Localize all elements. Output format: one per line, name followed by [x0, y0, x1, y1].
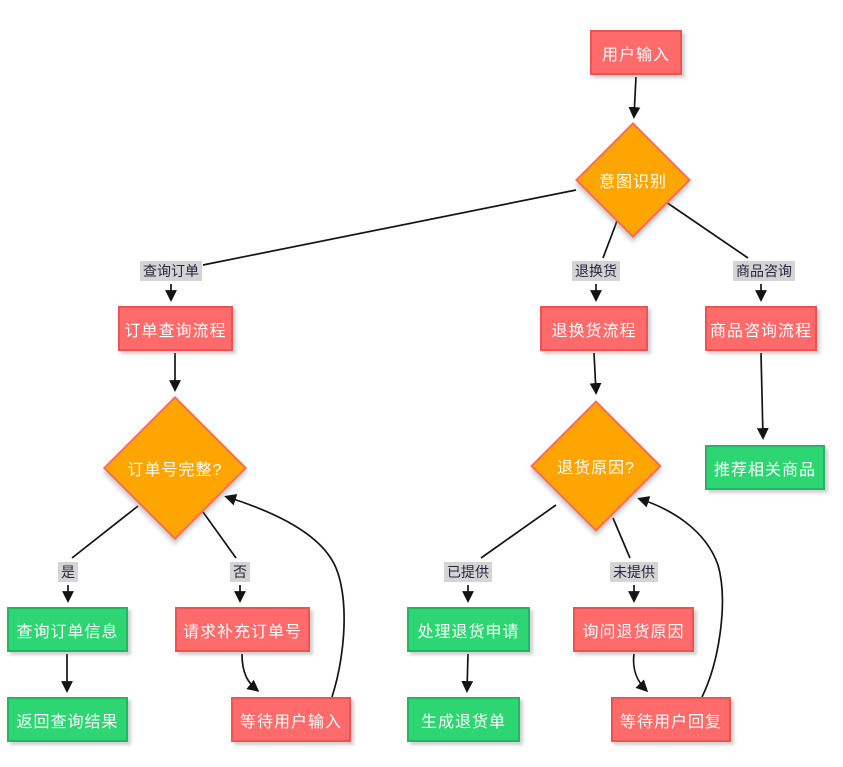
edge-order-complete-to-no-label	[202, 511, 237, 559]
edge-label-yes: 是	[58, 562, 78, 582]
node-generate-return-order: 生成退货单	[407, 697, 520, 742]
edge-wait-input-to-order-complete	[224, 494, 345, 698]
edge-label-not-provided: 未提供	[610, 562, 658, 582]
node-order-complete-label: 订单号完整?	[127, 462, 223, 479]
edge-process-return-to-generate	[461, 653, 474, 693]
edge-intent-to-query-order-label	[202, 189, 577, 266]
node-return-process: 退换货流程	[540, 306, 648, 351]
node-wait-user-reply: 等待用户回复	[611, 697, 731, 742]
edge-return-proc-to-diamond	[589, 352, 602, 395]
edge-return-reason-to-notprovided-label	[612, 517, 631, 559]
node-order-number-complete: 订单号完整?	[102, 395, 248, 541]
node-recommend-products: 推荐相关商品	[705, 445, 825, 490]
edge-intent-to-product-label	[665, 201, 749, 259]
edge-order-complete-to-yes-label	[71, 505, 139, 559]
node-request-order-number: 请求补充订单号	[175, 607, 310, 652]
edge-product-proc-to-recommend	[756, 352, 769, 440]
edge-label-product-consult: 商品咨询	[733, 261, 795, 281]
edge-label-return-exchange: 退换货	[572, 261, 620, 281]
node-ask-return-reason: 询问退货原因	[573, 607, 694, 652]
edge-label-no: 否	[230, 562, 250, 582]
edge-intent-to-return-label	[602, 220, 618, 259]
edge-user-input-to-intent	[628, 76, 641, 119]
node-return-reason: 退货原因?	[530, 400, 662, 532]
node-intent-recognition: 意图识别	[575, 122, 691, 238]
edge-ask-reason-to-wait-reply	[632, 653, 649, 693]
node-user-input: 用户输入	[590, 30, 682, 75]
node-query-order-info: 查询订单信息	[7, 607, 128, 652]
node-wait-user-input: 等待用户输入	[231, 697, 351, 742]
node-intent-label: 意图识别	[598, 174, 667, 191]
node-product-consult-process: 商品咨询流程	[705, 306, 817, 351]
node-return-reason-label: 退货原因?	[557, 460, 635, 477]
edge-wait-reply-to-return-reason	[637, 496, 724, 698]
node-order-query-process: 订单查询流程	[118, 306, 233, 351]
node-return-query-result: 返回查询结果	[7, 697, 128, 742]
node-process-return-request: 处理退货申请	[407, 607, 530, 652]
edge-return-reason-to-provided-label	[480, 504, 557, 559]
edge-label-provided: 已提供	[444, 562, 492, 582]
edge-label-query-order: 查询订单	[140, 261, 202, 281]
edge-request-no-to-wait-input	[241, 653, 260, 692]
